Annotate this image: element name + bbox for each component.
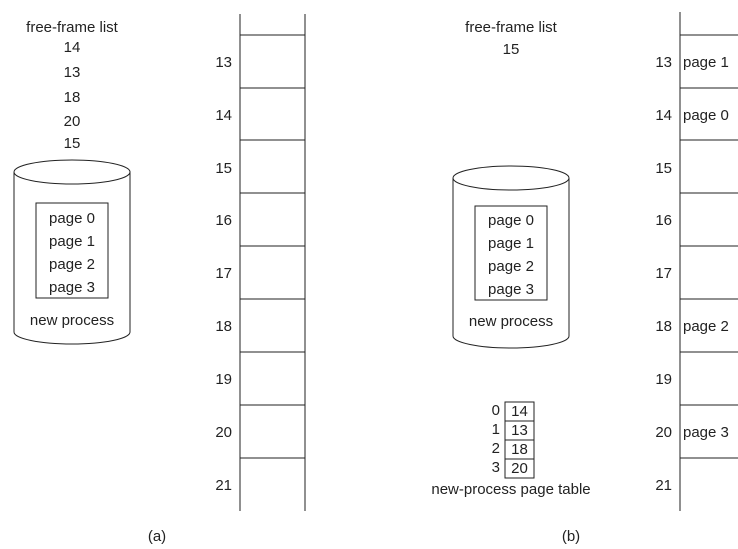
disk-page-label: page 1: [49, 233, 95, 250]
disk-page-label: page 2: [49, 256, 95, 273]
page-table-index: 1: [492, 421, 500, 438]
disk-page-label: page 1: [488, 235, 534, 252]
disk-page-label: page 3: [49, 279, 95, 296]
page-table-frame: 14: [511, 403, 528, 420]
page-table-index: 3: [492, 459, 500, 476]
frame-number: 19: [655, 371, 672, 388]
frame-number: 14: [655, 107, 672, 124]
caption-a: (a): [148, 528, 166, 545]
frame-number: 17: [215, 265, 232, 282]
page-table-frame: 18: [511, 441, 528, 458]
free-frame-item: 20: [64, 113, 81, 130]
new-process-label: new process: [469, 313, 553, 330]
free-frame-item: 15: [503, 41, 520, 58]
frame-number: 15: [655, 160, 672, 177]
panel-b: free-frame list 15 page 0 page 1 page 2 …: [431, 12, 738, 545]
free-frame-item: 18: [64, 89, 81, 106]
free-frame-list-a: free-frame list 14 13 18 20 15: [26, 19, 119, 152]
disk-cylinder-b: page 0 page 1 page 2 page 3 new process: [452, 165, 570, 349]
frame-number: 13: [215, 54, 232, 71]
free-frame-list-title: free-frame list: [465, 19, 558, 36]
frame-content: page 3: [683, 424, 729, 441]
page-box: [474, 205, 548, 301]
frame-number: 19: [215, 371, 232, 388]
frame-number: 15: [215, 160, 232, 177]
disk-cylinder-a: page 0 page 1 page 2 page 3 new process: [13, 159, 131, 345]
frame-number: 14: [215, 107, 232, 124]
physical-memory-b: 13 14 15 16 17 18 19 20 21 page 1 page 0…: [655, 12, 738, 511]
page-table-cell: [504, 458, 535, 479]
new-process-label: new process: [30, 312, 114, 329]
frame-number: 17: [655, 265, 672, 282]
frame-number: 18: [655, 318, 672, 335]
frame-number: 18: [215, 318, 232, 335]
caption-b: (b): [562, 528, 580, 545]
frame-number: 21: [215, 477, 232, 494]
disk-page-label: page 3: [488, 281, 534, 298]
page-table-frame: 13: [511, 422, 528, 439]
free-frame-item: 15: [64, 135, 81, 152]
frame-number: 20: [655, 424, 672, 441]
frame-number: 16: [655, 212, 672, 229]
disk-page-label: page 2: [488, 258, 534, 275]
page-table: 0 1 2 3 14 13 18 20 new-process page tab…: [431, 401, 591, 498]
page-box: [35, 202, 109, 299]
page-table-frame: 20: [511, 460, 528, 477]
physical-memory-a: 13 14 15 16 17 18 19 20 21: [215, 14, 306, 511]
free-frame-item: 14: [64, 39, 81, 56]
page-table-index: 2: [492, 440, 500, 457]
disk-page-label: page 0: [488, 212, 534, 229]
frame-number: 13: [655, 54, 672, 71]
frame-number: 20: [215, 424, 232, 441]
frame-number: 21: [655, 477, 672, 494]
page-table-index: 0: [492, 402, 500, 419]
frame-number: 16: [215, 212, 232, 229]
disk-page-label: page 0: [49, 210, 95, 227]
page-table-label: new-process page table: [431, 481, 590, 498]
free-frame-list-b: free-frame list 15: [465, 19, 558, 58]
free-frame-item: 13: [64, 64, 81, 81]
cylinder-top: [452, 165, 570, 191]
free-frame-list-title: free-frame list: [26, 19, 119, 36]
frame-content: page 2: [683, 318, 729, 335]
frame-content: page 1: [683, 54, 729, 71]
cylinder-top: [13, 159, 131, 185]
panel-a: free-frame list 14 13 18 20 15 page 0 pa…: [13, 14, 306, 545]
frame-content: page 0: [683, 107, 729, 124]
